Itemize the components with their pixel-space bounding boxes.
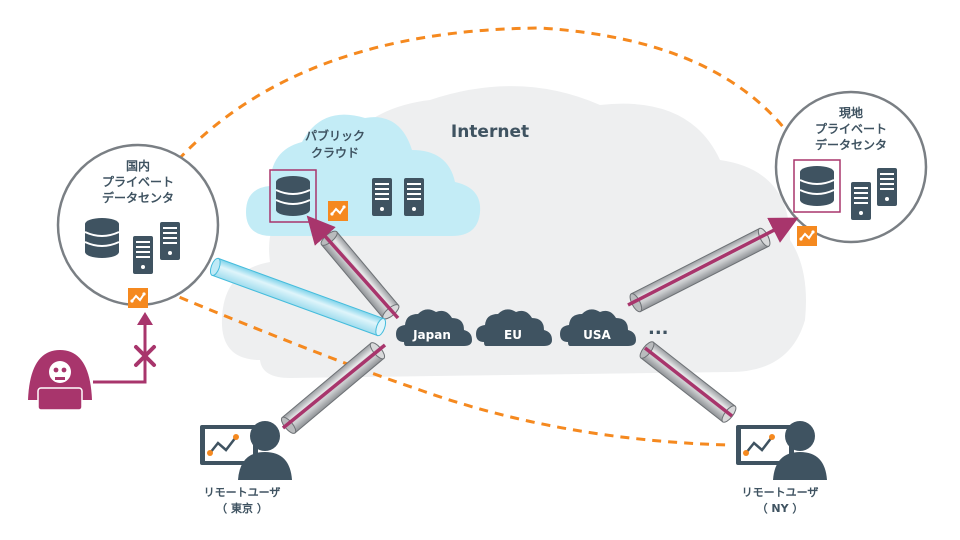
attack-arrowhead [137,312,153,325]
region-more-ellipsis: ... [648,318,669,339]
region-eu-label: EU [504,328,522,342]
domestic-db-icon [84,217,120,259]
overseas-dc-label-2: プライベート [815,121,887,136]
orange-dashed-links [149,26,802,447]
overseas-server-icon-1 [851,182,871,220]
hacker-icon [28,350,92,411]
tunnel-usa-overseas [627,217,799,313]
remote-tokyo-label-2: （ 東京 ） [216,501,268,515]
remote-ny-label-1: リモートユーザ [742,486,819,499]
domestic-server-icon-1 [133,236,153,274]
domestic-server-icon-2 [160,222,180,260]
public-server-icon-2 [404,178,424,216]
remote-tokyo-label-1: リモートユーザ [204,486,281,499]
attack-path [93,322,147,384]
dashed-arc-bottom [149,283,729,447]
public-cloud-label-2: クラウド [311,146,359,160]
domestic-dc-label-3: データセンタ [102,190,174,205]
tunnel-blue-domestic [209,257,387,337]
domestic-badge-icon [127,287,149,309]
remote-ny-label-2: （ NY ） [757,502,804,515]
overseas-badge-icon [796,225,818,247]
dashed-arc-top [176,26,802,162]
remote-user-ny-icon [736,421,827,480]
public-cloud-label-1: パブリック [305,128,365,143]
remote-user-tokyo-icon [200,421,292,480]
overseas-db-icon [799,165,835,207]
public-server-icon-1 [372,178,392,216]
tunnel-japan-public [306,215,400,320]
overseas-server-icon-2 [877,168,897,206]
blocked-x-icon [134,345,156,367]
domestic-dc-label-1: 国内 [126,158,150,173]
region-usa-label: USA [583,328,611,342]
public-db-icon [275,175,311,217]
overseas-db-highlight [793,159,841,213]
tunnel-ny-usa [639,341,737,423]
overseas-dc-label-3: データセンタ [815,137,887,152]
domestic-dc-label-2: プライベート [102,174,174,189]
overseas-dc-label-1: 現地 [839,105,863,120]
public-badge-icon [327,200,349,222]
public-db-highlight [269,169,317,223]
tunnel-tokyo-japan [280,342,387,434]
internet-label: Internet [451,122,529,142]
region-japan-label: Japan [412,328,451,342]
